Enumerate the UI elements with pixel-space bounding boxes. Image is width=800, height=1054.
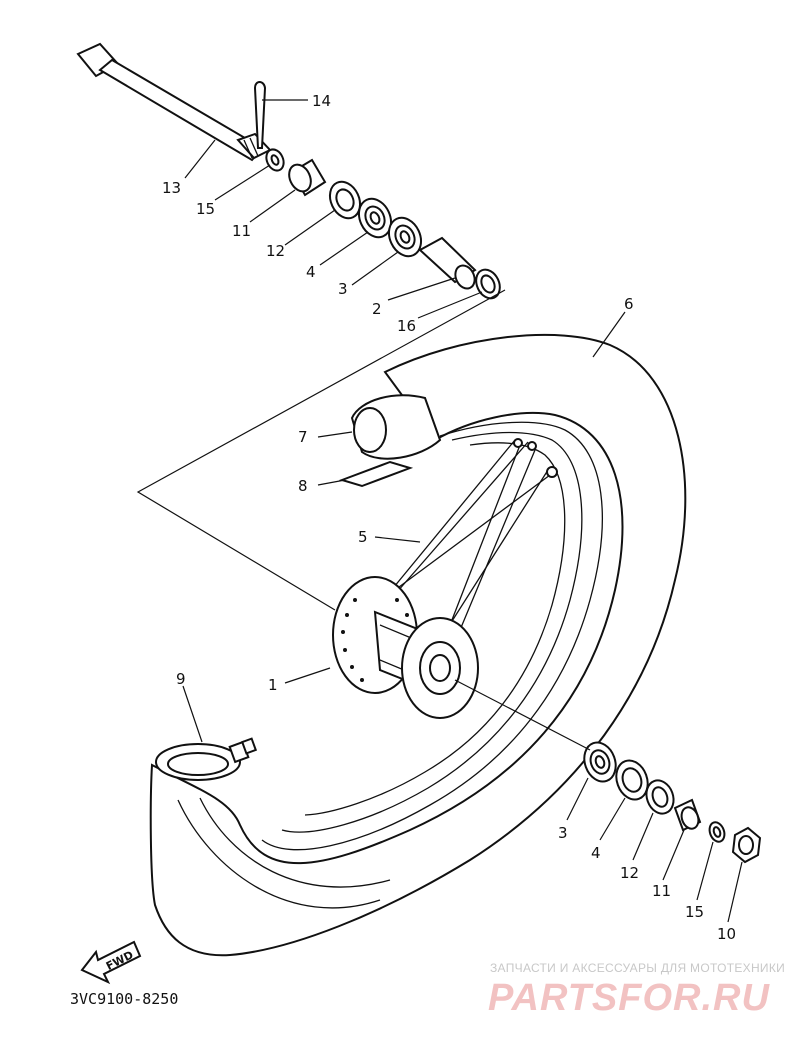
callout-3-upper: 3: [338, 280, 348, 298]
callout-14: 14: [312, 92, 331, 110]
callout-9: 9: [176, 670, 186, 688]
assembly-lines: [136, 289, 591, 751]
callout-12-upper: 12: [266, 242, 285, 260]
rim-lock: [338, 394, 442, 488]
callout-15-lower: 15: [685, 903, 704, 921]
callout-13: 13: [162, 179, 181, 197]
spokes: [374, 438, 558, 641]
watermark-logo: PARTSFOR.RU: [488, 977, 770, 1019]
callout-3-lower: 3: [558, 824, 568, 842]
callout-8: 8: [298, 477, 308, 495]
callout-15-upper: 15: [196, 200, 215, 218]
leader-lines: [182, 99, 743, 923]
callout-2: 2: [372, 300, 382, 318]
callout-6: 6: [624, 295, 634, 313]
tire-rim: [149, 333, 687, 957]
watermark: ЗАПЧАСТИ И АКСЕССУАРЫ ДЛЯ МОТОТЕХНИКИ PA…: [488, 961, 785, 1019]
callout-11-lower: 11: [652, 882, 671, 900]
callout-labels: 14 13 15 11 12 4 3 2 16 6 7 8 5 1 9 3 4 …: [162, 92, 736, 943]
callout-4-upper: 4: [306, 263, 316, 281]
callout-16: 16: [397, 317, 416, 335]
callout-7: 7: [298, 428, 308, 446]
upper-hardware-stack: [265, 148, 501, 300]
callout-11-upper: 11: [232, 222, 251, 240]
callout-5: 5: [358, 528, 368, 546]
catalog-code: 3VC9100-8250: [70, 990, 178, 1008]
cotter-pin: [253, 81, 267, 149]
callout-1: 1: [268, 676, 278, 694]
callout-10: 10: [717, 925, 736, 943]
hub: [332, 576, 479, 719]
axle: [76, 42, 272, 162]
tube-valve: [155, 737, 258, 781]
callout-4-lower: 4: [591, 844, 601, 862]
lower-hardware-stack: [583, 741, 762, 864]
fwd-arrow: FWD: [80, 940, 142, 985]
callout-12-lower: 12: [620, 864, 639, 882]
watermark-caption: ЗАПЧАСТИ И АКСЕССУАРЫ ДЛЯ МОТОТЕХНИКИ: [490, 961, 785, 975]
